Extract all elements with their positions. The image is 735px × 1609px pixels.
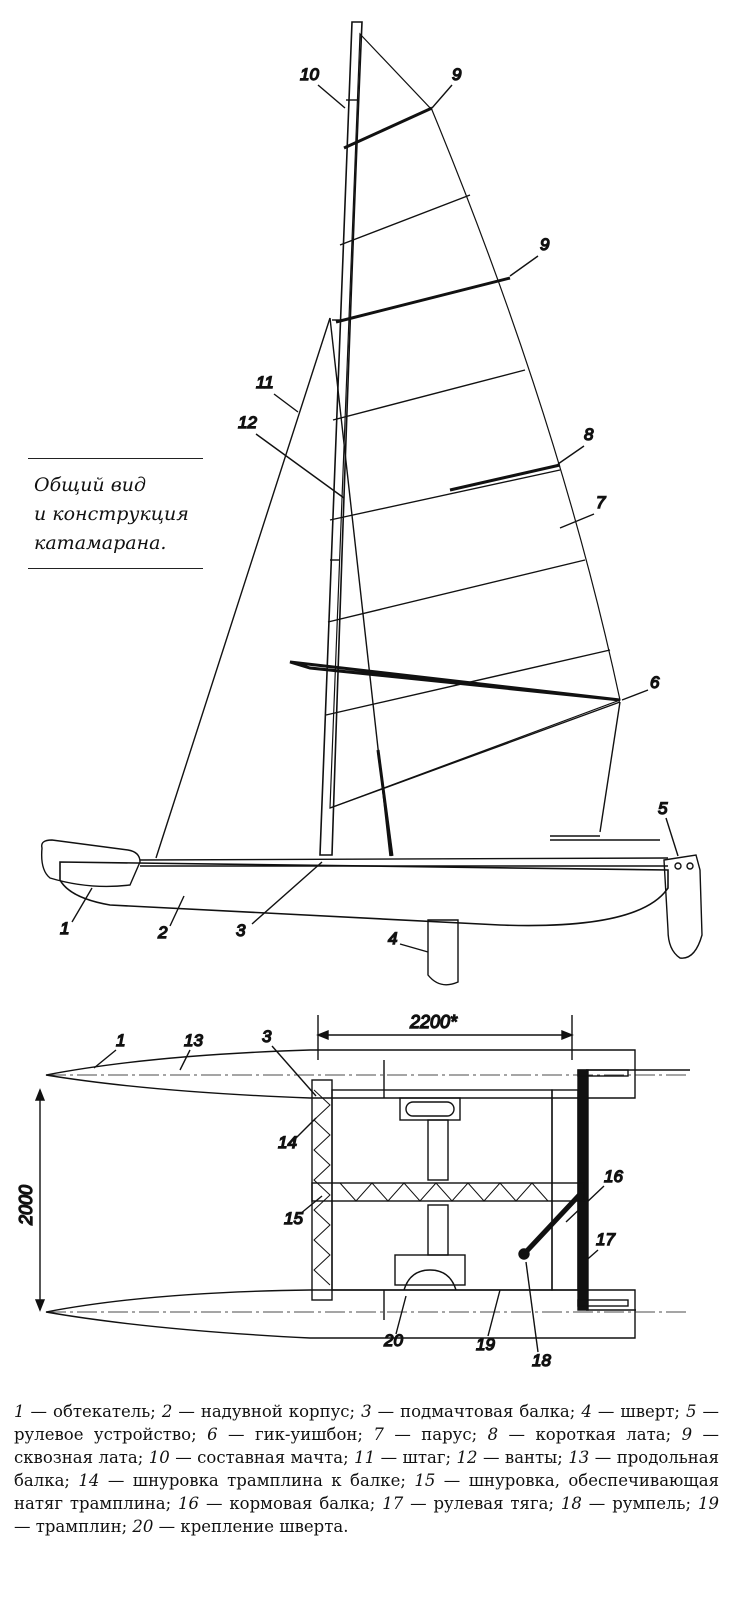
plan-label-16: 16 [604, 1167, 623, 1186]
legend-term: — надувной корпус; [172, 1402, 362, 1421]
legend-number: 20 [132, 1517, 154, 1536]
tiller [522, 1188, 586, 1256]
catamaran-drawing: 10 9 9 8 7 11 12 6 5 1 2 3 4 2200* [15, 21, 703, 1371]
legend-term: — составная мачта; [169, 1448, 355, 1467]
legend-number: 10 [148, 1448, 170, 1467]
wishbone-boom [289, 660, 621, 702]
label-4: 4 [388, 929, 397, 948]
legend-number: 4 [581, 1402, 592, 1421]
label-1: 1 [60, 919, 69, 938]
plan-label-13: 13 [184, 1031, 203, 1050]
plan-label-1: 1 [116, 1031, 125, 1050]
label-9b: 9 [540, 235, 550, 254]
deck-line [139, 857, 669, 861]
label-9a: 9 [452, 65, 462, 84]
caption-line-2: и конструкция [34, 503, 189, 525]
legend-term: — обтекатель; [24, 1402, 162, 1421]
legend-term: — шверт; [591, 1402, 686, 1421]
legend-term: — гик-уишбон; [217, 1425, 374, 1444]
legend-term: — парус; [383, 1425, 488, 1444]
side-view: 10 9 9 8 7 11 12 6 5 1 2 3 4 [40, 21, 703, 986]
caption-line-1: Общий вид [34, 474, 147, 496]
label-2: 2 [157, 923, 168, 942]
legend-number: 14 [78, 1471, 100, 1490]
plan-label-19: 19 [476, 1335, 495, 1354]
legend-term: — рулевая тяга; [403, 1494, 561, 1513]
plan-label-20: 20 [383, 1331, 403, 1350]
plan-label-14: 14 [278, 1133, 297, 1152]
mast [319, 21, 363, 856]
legend-term: — шнуровка трамплина к балке; [99, 1471, 415, 1490]
legend-term: — шнуровка, обеспечивающая натяг трампли… [14, 1471, 719, 1513]
plan-view: 2200* 2000 1 1 [15, 1011, 690, 1371]
legend-term: — кормовая балка; [199, 1494, 383, 1513]
daggerboard [427, 919, 459, 986]
fairing [40, 839, 141, 888]
label-10: 10 [300, 65, 319, 84]
sail [329, 32, 621, 809]
caption-line-3: катамарана. [34, 532, 167, 554]
legend-term: — штаг; [375, 1448, 457, 1467]
legend-number: 11 [354, 1448, 376, 1467]
legend-term: — подмачтовая балка; [371, 1402, 582, 1421]
legend-number: 6 [207, 1425, 218, 1444]
legend: 1 — обтекатель; 2 — надувной корпус; 3 —… [14, 1400, 719, 1538]
forestay [155, 317, 331, 859]
label-12: 12 [238, 413, 257, 432]
daggerboard-mount [394, 1254, 466, 1286]
legend-term: — крепление шверта. [153, 1517, 349, 1536]
legend-term: — короткая лата; [498, 1425, 682, 1444]
legend-number: 16 [178, 1494, 200, 1513]
rudder [663, 854, 703, 959]
lacing-beam [311, 1182, 585, 1202]
legend-term: — ванты; [477, 1448, 569, 1467]
label-5: 5 [658, 799, 668, 818]
legend-number: 13 [568, 1448, 590, 1467]
label-8: 8 [584, 425, 594, 444]
legend-number: 3 [361, 1402, 372, 1421]
stern-beam [551, 1089, 579, 1291]
legend-term: — рулевое устройство; [14, 1402, 720, 1444]
caption-top-rule [28, 458, 203, 459]
legend-number: 15 [414, 1471, 436, 1490]
legend-term: — румпель; [581, 1494, 698, 1513]
label-7: 7 [596, 493, 606, 512]
dimension-height: 2000 [16, 1185, 36, 1226]
plan-label-18: 18 [532, 1351, 551, 1370]
caption-bottom-rule [28, 568, 203, 569]
caption: Общий вид и конструкция катамарана. [28, 458, 203, 569]
legend-number: 7 [373, 1425, 384, 1444]
legend-number: 8 [487, 1425, 499, 1444]
legend-number: 19 [697, 1494, 719, 1513]
legend-number: 5 [686, 1402, 697, 1421]
legend-term: — продольная балка; [14, 1448, 720, 1490]
legend-number: 2 [161, 1402, 173, 1421]
top-hull [45, 1049, 636, 1099]
legend-term: — трамплин; [14, 1517, 133, 1536]
dimension-width: 2200* [409, 1012, 458, 1032]
label-6: 6 [650, 673, 660, 692]
plan-label-3: 3 [262, 1027, 272, 1046]
plan-label-15: 15 [284, 1209, 303, 1228]
legend-number: 12 [456, 1448, 478, 1467]
label-11: 11 [256, 373, 274, 392]
bottom-hull [45, 1289, 636, 1339]
legend-number: 9 [681, 1425, 693, 1444]
hull [59, 861, 669, 927]
legend-number: 1 [14, 1402, 25, 1421]
legend-number: 18 [560, 1494, 582, 1513]
legend-number: 17 [382, 1494, 404, 1513]
label-3: 3 [236, 921, 246, 940]
legend-term: — сквозная лата; [14, 1425, 720, 1467]
plan-label-17: 17 [596, 1230, 615, 1249]
